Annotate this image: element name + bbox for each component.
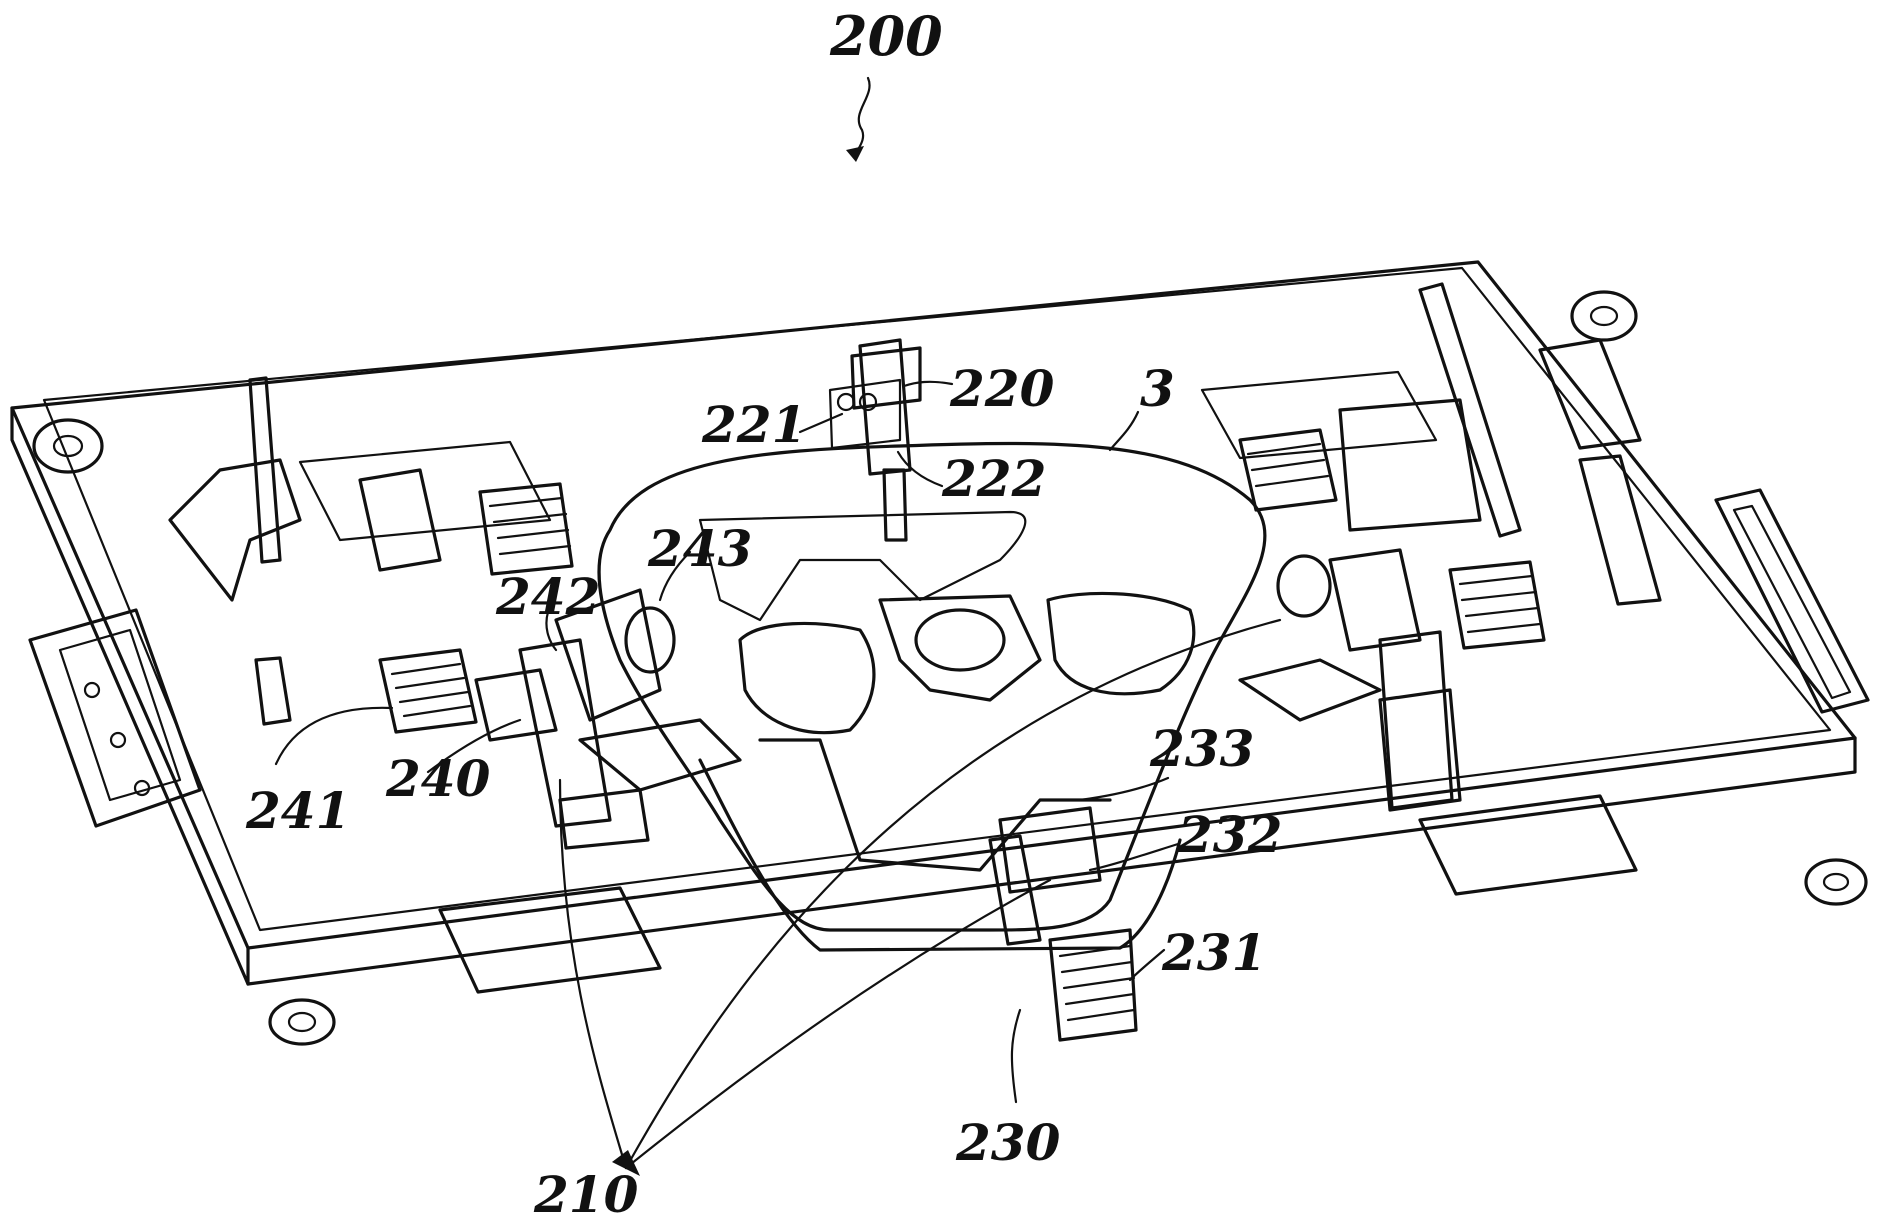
clamp-assembly-right-far bbox=[1238, 282, 1662, 606]
mounting-hole-bottom-left bbox=[268, 998, 336, 1046]
label-221: 221 bbox=[701, 395, 806, 454]
base-plate bbox=[10, 260, 1857, 986]
leader-lines bbox=[274, 380, 1282, 1176]
clamp-assembly-left-far bbox=[168, 376, 574, 726]
workpiece-frame bbox=[597, 441, 1267, 952]
plate-slot-top-left bbox=[298, 440, 552, 542]
label-222: 222 bbox=[941, 449, 1046, 508]
right-side-rail bbox=[1714, 488, 1870, 714]
label-242: 242 bbox=[495, 567, 600, 626]
label-210: 210 bbox=[533, 1165, 639, 1219]
callout-labels: 221 220 3 222 243 242 241 240 233 232 23… bbox=[245, 359, 1282, 1219]
plate-slot-right bbox=[1418, 794, 1638, 896]
left-side-rail bbox=[28, 608, 202, 828]
figure-reference-label: 200 bbox=[829, 4, 943, 68]
mounting-hole-top-left bbox=[32, 418, 104, 474]
label-241: 241 bbox=[245, 781, 350, 840]
clamp-assembly-right bbox=[1238, 548, 1546, 812]
clamp-assembly-230 bbox=[988, 806, 1138, 1042]
label-231: 231 bbox=[1161, 923, 1266, 982]
label-233: 233 bbox=[1149, 719, 1254, 778]
mounting-hole-bottom-right bbox=[1804, 858, 1868, 906]
label-3: 3 bbox=[1140, 359, 1175, 418]
label-230: 230 bbox=[955, 1113, 1061, 1172]
plate-slot-left bbox=[438, 886, 662, 994]
label-220: 220 bbox=[949, 359, 1055, 418]
clamp-assembly-220 bbox=[828, 338, 922, 542]
clamp-assembly-240 bbox=[378, 588, 742, 850]
label-243: 243 bbox=[647, 519, 752, 578]
mounting-hole-top-right bbox=[1570, 290, 1638, 342]
label-240: 240 bbox=[385, 749, 491, 808]
label-232: 232 bbox=[1177, 805, 1282, 864]
figure-reference-arrow bbox=[846, 76, 871, 162]
plate-slot-top-right bbox=[1200, 370, 1438, 460]
